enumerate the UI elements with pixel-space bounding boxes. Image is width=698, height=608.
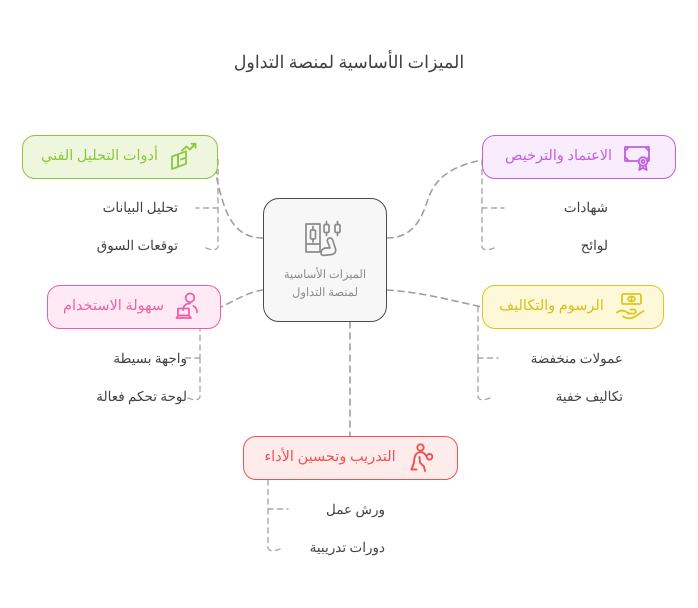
branch-label-license: الاعتماد والترخيص <box>504 147 613 164</box>
leaf-item: واجهة بسيطة <box>113 351 187 366</box>
edge-center-license <box>386 159 483 239</box>
branch-label-training: التدريب وتحسين الأداء <box>264 448 396 465</box>
book-growth-arrow-icon <box>169 142 199 172</box>
leaf-item: عمولات منخفضة <box>530 351 623 366</box>
edge-center-tech <box>215 159 264 239</box>
person-laptop-icon <box>175 292 205 322</box>
hand-banknote-icon <box>615 292 647 322</box>
edge-center-usability <box>220 289 264 308</box>
branch-label-usability: سهولة الاستخدام <box>63 297 164 314</box>
branch-label-fees: الرسوم والتكاليف <box>499 297 604 314</box>
central-node-label: الميزات الأساسية لمنصة التداول <box>283 269 367 299</box>
leaf-item: ورش عمل <box>326 502 385 517</box>
leaf-item: تكاليف خفية <box>555 389 623 404</box>
leaf-item: شهادات <box>563 200 608 215</box>
branch-node-fees[interactable]: الرسوم والتكاليف <box>482 285 664 329</box>
leaf-item: تحليل البيانات <box>102 200 178 215</box>
leaf-item: دورات تدريبية <box>309 540 385 555</box>
central-node[interactable]: الميزات الأساسية لمنصة التداول <box>263 198 387 322</box>
branch-node-tech[interactable]: أدوات التحليل الفني <box>22 135 218 179</box>
leaf-item: لوحة تحكم فعالة <box>96 389 187 404</box>
branch-node-license[interactable]: الاعتماد والترخيص <box>482 135 676 179</box>
running-person-icon <box>407 443 437 473</box>
leaf-item: لوائح <box>580 238 608 253</box>
branch-node-usability[interactable]: سهولة الاستخدام <box>47 285 221 329</box>
candlestick-chart-tap-icon <box>302 220 348 260</box>
edge-center-fees <box>386 289 483 308</box>
branch-node-training[interactable]: التدريب وتحسين الأداء <box>243 436 458 480</box>
page-title: الميزات الأساسية لمنصة التداول <box>233 52 465 72</box>
branch-label-tech: أدوات التحليل الفني <box>41 147 158 164</box>
leaf-item: توقعات السوق <box>96 238 178 253</box>
certificate-seal-icon <box>623 142 653 172</box>
